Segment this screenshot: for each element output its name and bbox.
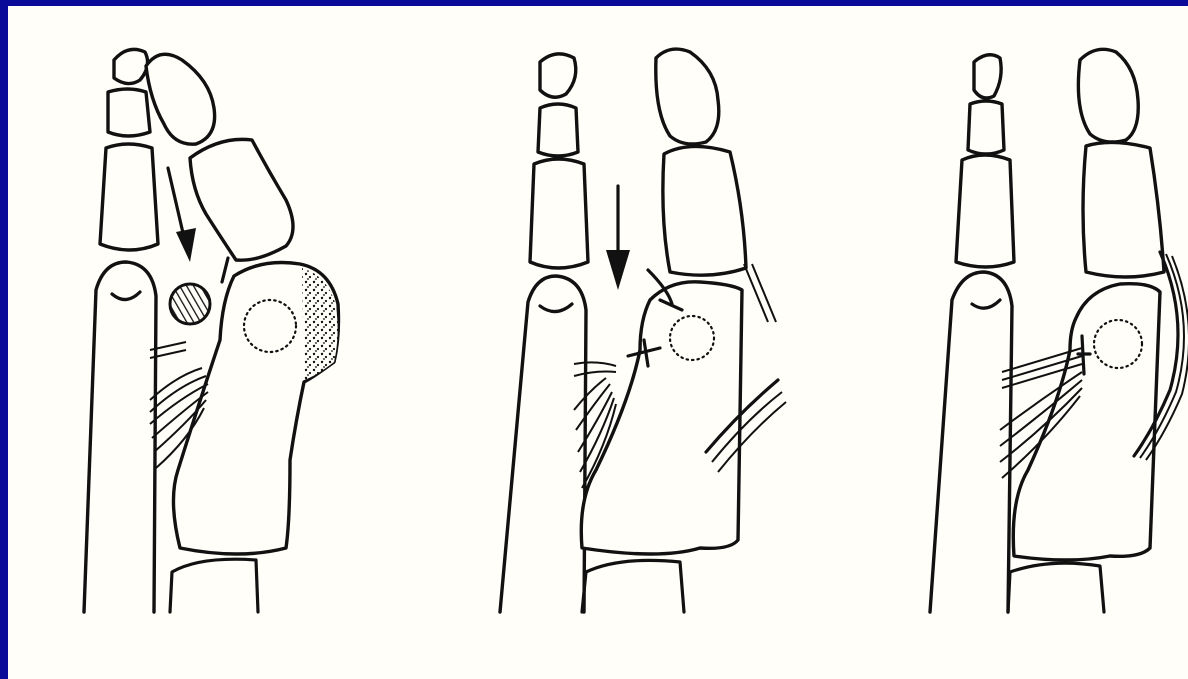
panel-1-hallux-distal-phalanx (146, 54, 215, 144)
panel-3-toe2-middle-phalanx (968, 101, 1004, 154)
panel-1-toe2-middle-phalanx (108, 89, 150, 136)
panel-1-second-metatarsal (84, 262, 156, 612)
panel-3-first-metatarsal (1013, 284, 1160, 560)
panel-1-toe2-distal-phalanx (114, 49, 148, 83)
panel-2-toe2-proximal-phalanx (530, 159, 588, 268)
panel-1-toe2-proximal-phalanx (100, 144, 158, 250)
panel-1-sesamoid-hatched (170, 284, 210, 324)
panel-3 (930, 49, 1188, 612)
panel-3-cuneiform (1008, 563, 1104, 612)
panel-3-second-metatarsal (930, 272, 1012, 612)
panel-2-cuneiform (582, 560, 684, 612)
panel-2-first-metatarsal (581, 282, 742, 554)
panel-3-toe2-proximal-phalanx (956, 155, 1014, 267)
panel-2-hallux-proximal-phalanx (663, 146, 746, 275)
panel-2-arrow-down (606, 186, 630, 290)
panel-1 (84, 49, 339, 612)
panel-3-hallux-proximal-phalanx (1083, 142, 1164, 277)
panel-1-hallux-proximal-phalanx (190, 139, 293, 260)
panel-1-cuneiform (170, 559, 258, 612)
panel-3-hallux-distal-phalanx (1078, 49, 1138, 142)
panel-2-toe2-middle-phalanx (538, 104, 578, 156)
panel-2-second-metatarsal (500, 276, 586, 612)
panel-2 (500, 49, 786, 612)
panel-2-hallux-distal-phalanx (656, 49, 719, 144)
panel-2-toe2-distal-phalanx (540, 54, 576, 97)
panel-3-toe2-distal-phalanx (974, 55, 1001, 98)
